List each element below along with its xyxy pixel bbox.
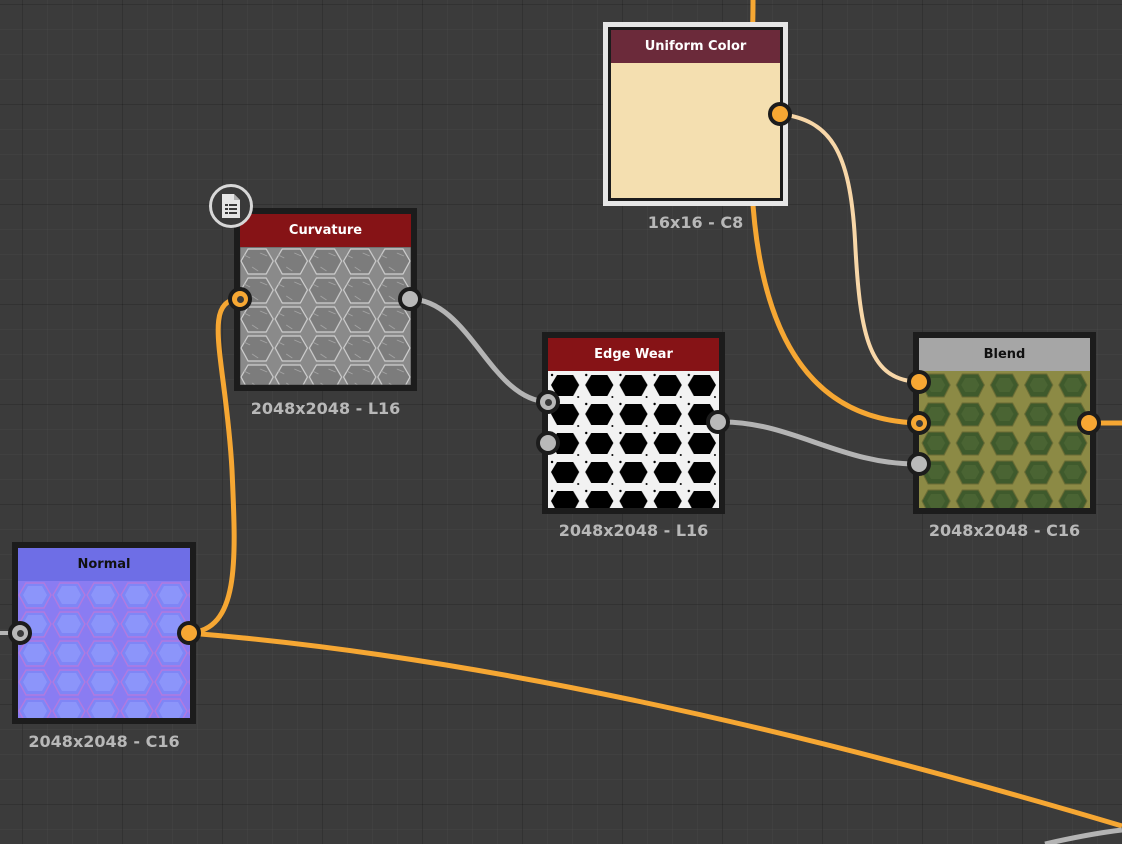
- wire-curvature-to-edgewear[interactable]: [409, 296, 549, 405]
- wire-normal-to-curvature[interactable]: [188, 296, 241, 636]
- uniform-color-swatch: [611, 63, 780, 198]
- node-blend[interactable]: Blend: [907, 332, 1101, 514]
- blend-input-foreground-port[interactable]: [907, 370, 931, 394]
- caption-uniform-color: 16x16 - C8: [647, 213, 744, 232]
- caption-normal: 2048x2048 - C16: [28, 732, 180, 751]
- normal-texture: [18, 581, 190, 718]
- uniform-color-output-port[interactable]: [768, 102, 792, 126]
- node-title-normal: Normal: [18, 548, 190, 581]
- node-normal[interactable]: Normal: [8, 542, 201, 724]
- document-icon: [222, 194, 240, 218]
- normal-thumbnail: [18, 581, 190, 718]
- node-title-uniform-color: Uniform Color: [611, 30, 780, 63]
- curvature-texture: [240, 247, 411, 385]
- wire-edgewear-to-blend[interactable]: [717, 419, 920, 467]
- wire-gray-offscreen[interactable]: [1044, 827, 1122, 844]
- node-title-edge-wear: Edge Wear: [548, 338, 719, 371]
- node-edge-wear[interactable]: Edge Wear: [536, 332, 730, 514]
- curvature-thumbnail: [240, 247, 411, 385]
- node-title-blend: Blend: [919, 338, 1090, 371]
- edge-wear-thumbnail: [548, 371, 719, 508]
- curvature-input-port[interactable]: [228, 287, 252, 311]
- normal-output-port[interactable]: [177, 621, 201, 645]
- blend-input-mask-port[interactable]: [907, 452, 931, 476]
- edge-wear-input-port-1[interactable]: [536, 390, 560, 414]
- document-badge[interactable]: [209, 184, 253, 228]
- node-curvature[interactable]: Curvature: [228, 208, 422, 391]
- edge-wear-input-port-2[interactable]: [536, 431, 560, 455]
- curvature-output-port[interactable]: [398, 287, 422, 311]
- blend-input-background-port[interactable]: [907, 411, 931, 435]
- caption-blend: 2048x2048 - C16: [928, 521, 1081, 540]
- caption-edge-wear: 2048x2048 - L16: [558, 521, 709, 540]
- blend-texture: [919, 371, 1090, 508]
- edge-wear-texture: [548, 371, 719, 508]
- wire-uniform-to-blend[interactable]: [779, 112, 920, 384]
- blend-thumbnail: [919, 371, 1090, 508]
- node-uniform-color[interactable]: Uniform Color: [603, 22, 788, 206]
- caption-curvature: 2048x2048 - L16: [250, 399, 401, 418]
- normal-input-port[interactable]: [8, 621, 32, 645]
- node-title-curvature: Curvature: [240, 214, 411, 247]
- edge-wear-output-port[interactable]: [706, 410, 730, 434]
- blend-output-port[interactable]: [1077, 411, 1101, 435]
- wire-normal-to-offscreen[interactable]: [188, 630, 1122, 829]
